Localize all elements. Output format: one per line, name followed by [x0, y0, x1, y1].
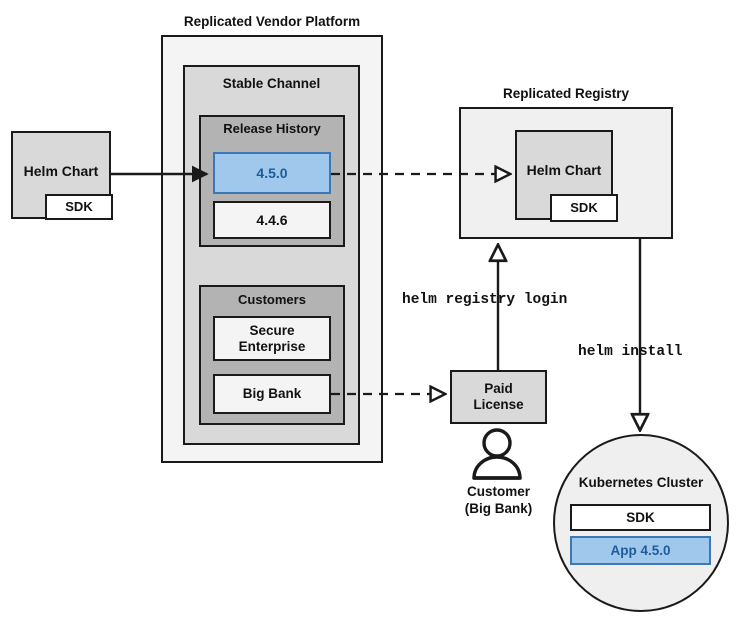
release-item-4-5-0[interactable]: 4.5.0 [213, 152, 331, 194]
customer-item-secure-enterprise[interactable]: Secure Enterprise [213, 316, 331, 361]
cluster-component-sdk-label: SDK [626, 509, 655, 525]
customer-item-big-bank[interactable]: Big Bank [213, 374, 331, 414]
source-sdk-box: SDK [45, 194, 113, 220]
release-item-4-4-6[interactable]: 4.4.6 [213, 201, 331, 239]
command-helm-registry-login: helm registry login [402, 292, 568, 308]
cluster-component-app-label: App 4.5.0 [610, 542, 671, 558]
customer-person-icon [472, 428, 522, 480]
source-helm-chart-label: Helm Chart [23, 163, 99, 179]
command-helm-install: helm install [578, 344, 683, 360]
registry-title: Replicated Registry [502, 86, 630, 101]
registry-helm-chart-label: Helm Chart [526, 162, 602, 178]
customer-item-big-bank-label: Big Bank [242, 386, 302, 402]
registry-sdk-box: SDK [550, 194, 618, 222]
customer-actor-caption: Customer (Big Bank) [427, 484, 570, 518]
customer-actor-detail: (Big Bank) [464, 500, 533, 516]
paid-license-label: Paid License [473, 381, 524, 412]
release-item-4-4-6-label: 4.4.6 [256, 211, 288, 228]
platform-title: Replicated Vendor Platform [183, 14, 361, 29]
registry-sdk-label: SDK [570, 200, 598, 216]
cluster-component-app[interactable]: App 4.5.0 [570, 536, 711, 565]
customer-actor-name: Customer [466, 484, 530, 499]
cluster-component-sdk[interactable]: SDK [570, 504, 711, 531]
release-item-4-5-0-label: 4.5.0 [256, 164, 288, 181]
paid-license-box: Paid License [450, 370, 547, 424]
customer-item-secure-enterprise-label: Secure Enterprise [238, 322, 306, 354]
source-sdk-label: SDK [65, 199, 93, 215]
